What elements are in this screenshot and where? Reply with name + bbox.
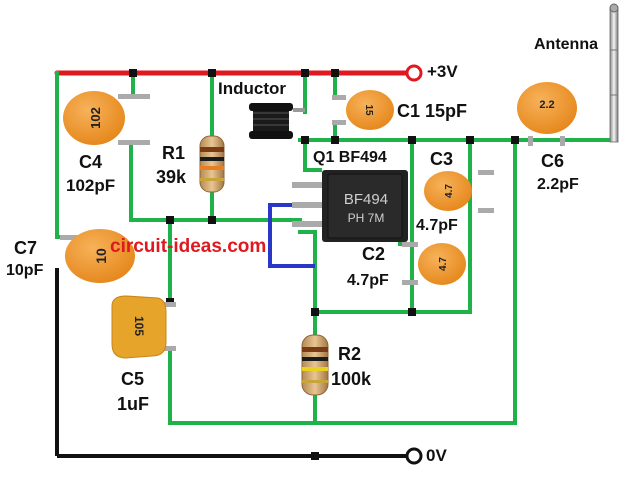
c2-capacitor: 4.7 [402,242,466,285]
c7-label: C7 [14,238,38,258]
ground-rail [55,268,410,458]
watermark: circuit-ideas.com [110,236,267,257]
c5-value-label: 1uF [117,394,150,414]
c2-body-marking: 4.7 [438,257,449,271]
c4-label: C4 [79,152,103,172]
c4-capacitor: 102 [63,91,150,145]
q1-transistor: BF494 PH 7M [292,170,408,242]
inductor-label: Inductor [218,79,286,98]
c7-value-label: 10pF [6,262,44,279]
ground-terminal [405,447,423,465]
inductor-coil [249,103,305,139]
c3-body-marking: 4.7 [444,184,455,198]
c3-label: C3 [430,149,454,169]
c6-body-marking: 2.2 [539,99,554,111]
r1-label: R1 [162,143,186,163]
c5-body-marking: 105 [132,316,146,336]
ground-label: 0V [426,446,447,465]
base-wire [268,203,315,268]
c6-label: C6 [541,151,565,171]
r2-label: R2 [338,344,362,364]
c7-body-marking: 10 [93,248,109,264]
c6-value-label: 2.2pF [537,176,579,193]
antenna-label: Antenna [534,36,598,53]
supply-label: +3V [427,62,458,81]
c3-capacitor: 4.7 [424,170,494,213]
c7-capacitor: 10 [60,229,135,283]
c5-capacitor: 105 [111,295,176,359]
c5-label: C5 [121,369,145,389]
supply-terminal [405,64,423,82]
q1-body-marking-line1: BF494 [344,191,388,208]
c1-body-marking: 15 [363,104,374,116]
c3-value-label: 4.7pF [416,217,458,234]
r1-resistor [199,135,225,193]
r2-value-label: 100k [331,369,372,389]
c4-body-marking: 102 [88,107,103,129]
c2-label: C2 [362,244,386,264]
r1-value-label: 39k [156,167,187,187]
q1-label: Q1 BF494 [313,149,387,166]
c4-value-label: 102pF [66,176,116,195]
c1-capacitor: 15 [332,90,394,130]
r2-resistor [301,334,329,396]
c1-label: C1 15pF [397,101,468,121]
q1-body-marking-line2: PH 7M [348,211,385,225]
antenna [609,3,619,143]
c2-value-label: 4.7pF [347,272,389,289]
c6-capacitor: 2.2 [517,82,577,146]
